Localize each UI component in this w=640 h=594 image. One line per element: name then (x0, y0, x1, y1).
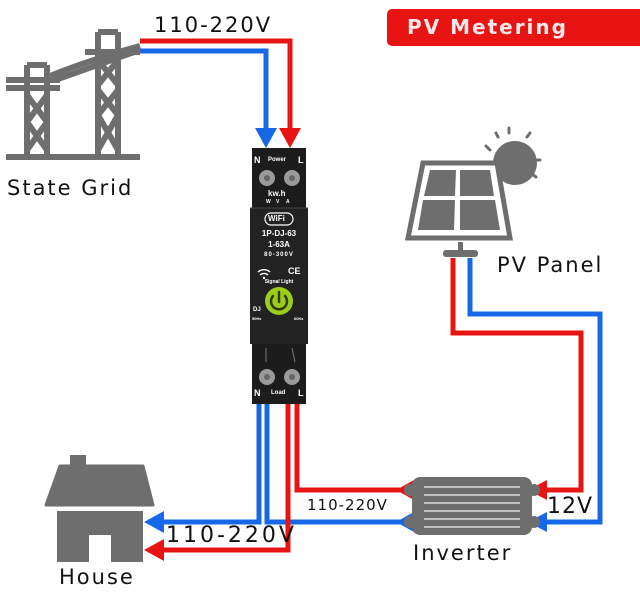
meter-kwh: kw.h (268, 189, 286, 198)
signal-light-label: Signal Light (264, 279, 294, 285)
inverter-output-voltage-label: 110-220V (307, 496, 388, 514)
meter-a: A (286, 199, 290, 205)
house-neutral-arrow (144, 511, 164, 533)
meter-current: 1-63A (268, 240, 290, 249)
smart-meter (250, 148, 308, 404)
grid-neutral-arrow (255, 128, 277, 148)
house-neutral-wire (160, 404, 262, 525)
inverter-label: Inverter (413, 541, 513, 565)
meter-bottom-n: N (254, 388, 261, 398)
grid-neutral-wire (140, 48, 269, 130)
meter-bottom-l: L (298, 388, 304, 398)
grid-voltage-label: 110-220V (154, 13, 273, 37)
title-badge: PV Metering (387, 9, 640, 46)
meter-v: V (276, 199, 280, 205)
house-label: House (59, 565, 135, 589)
ce-mark: CE (288, 266, 301, 276)
pv-panel-label: PV Panel (497, 253, 604, 277)
grid-live-wire (140, 38, 293, 130)
wifi-logo: WiFi (268, 214, 285, 223)
grid-to-meter-wires (140, 38, 301, 148)
inverter-neutral-wire (264, 404, 400, 525)
inverter-live-wire (294, 404, 400, 493)
meter-w: W (266, 199, 271, 205)
meter-freq-right: 60Hz (294, 316, 304, 321)
state-grid-label: State Grid (7, 176, 134, 200)
power-tower-icon (6, 29, 142, 160)
pv-dc-voltage-label: 12V (547, 494, 594, 519)
pv-to-inverter-wires (450, 258, 603, 532)
meter-freq-left: 50Hz (252, 316, 262, 321)
meter-top-n: N (254, 155, 261, 165)
meter-top-power: Power (268, 157, 287, 163)
meter-dj: DJ (253, 307, 261, 313)
solar-panel-icon (404, 126, 542, 257)
page-title: PV Metering (407, 15, 568, 39)
pv-neutral-wire (467, 258, 603, 525)
meter-model: 1P-DJ-63 (261, 229, 297, 238)
house-icon (44, 455, 155, 562)
house-live-wire (160, 404, 291, 553)
pv-live-wire (450, 258, 584, 493)
grid-live-arrow (279, 128, 301, 148)
house-live-arrow (144, 539, 164, 561)
meter-bottom-load: Load (271, 390, 286, 396)
meter-top-l: L (298, 155, 304, 165)
inverter-icon (404, 477, 540, 535)
house-voltage-label: 110-220V (166, 523, 297, 548)
meter-voltage-range: 80-300V (264, 252, 294, 258)
